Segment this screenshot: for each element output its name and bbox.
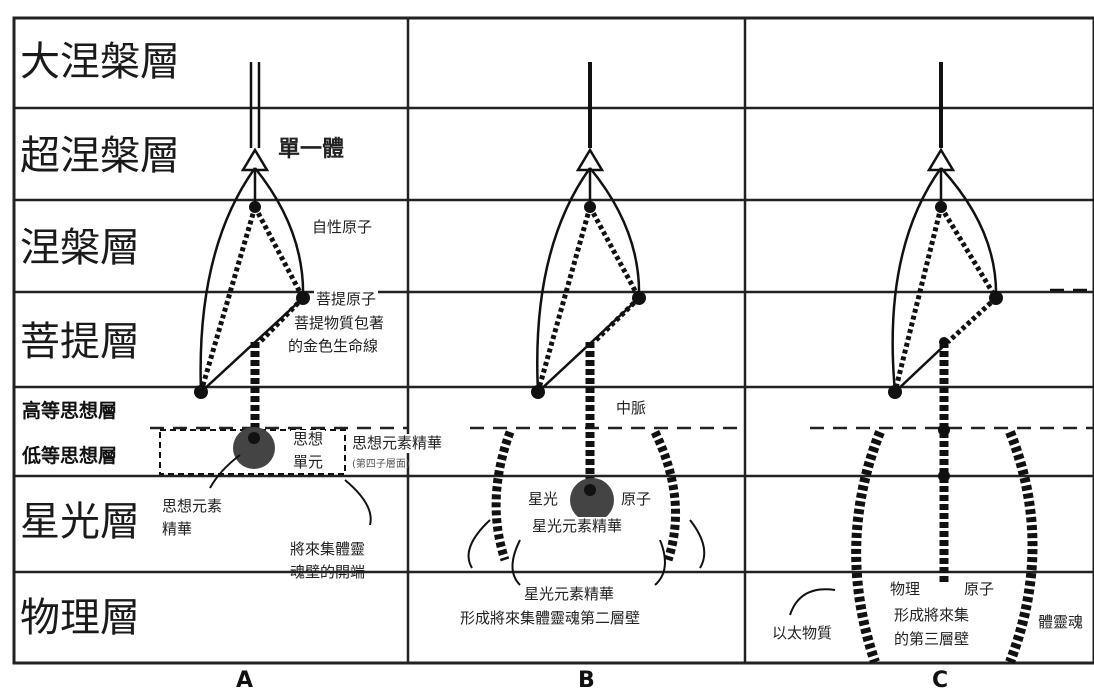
label-astral-atom-left: 星光	[526, 490, 561, 509]
label-second-wall-1: 星光元素精華	[522, 585, 617, 604]
label-group-soul-2: 魂壁的開端	[290, 563, 366, 581]
label-mental-unit-1: 思想	[291, 430, 326, 449]
label-fourth-layer: (第四子層面)	[352, 459, 410, 470]
plane-label-buddhi: 菩提層	[20, 319, 140, 365]
label-physical-left: 物理	[888, 580, 923, 599]
label-atmic-atom: 自性原子	[312, 218, 373, 236]
column-b-arrows	[467, 519, 706, 586]
plane-label-higher-mental: 高等思想層	[18, 393, 122, 426]
plane-label-super-nirvana: 超涅槃層	[20, 133, 180, 179]
label-mental-essence: 思想元素	[162, 497, 223, 515]
label-golden-thread-1: 菩提物質包著	[292, 314, 387, 333]
column-b-nodes	[531, 201, 646, 522]
label-group-soul-1: 將來集體靈	[290, 540, 366, 558]
label-monad: 單一體	[276, 136, 347, 164]
label-sutratma: 中脈	[614, 399, 649, 418]
column-a-arrows	[209, 454, 372, 526]
label-essence: 精華	[162, 520, 193, 538]
column-a-figure	[159, 62, 346, 475]
column-a-nodes	[194, 201, 310, 469]
column-letter-c: C	[932, 668, 949, 693]
astral-atom-sphere	[570, 478, 614, 522]
plane-boundaries	[14, 106, 1094, 574]
label-mental-elemental: 思想元素精華	[350, 434, 445, 453]
plane-label-physical: 物理層	[20, 595, 140, 641]
label-group-soul-cut: 體靈魂	[1036, 613, 1086, 632]
label-astral-essence: 星光元素精華	[530, 517, 625, 536]
label-etheric-matter: 以太物質	[770, 624, 835, 643]
column-c-nodes	[888, 201, 1003, 482]
label-buddhic-atom: 菩提原子	[314, 290, 379, 309]
plane-label-lower-mental: 低等思想層	[18, 438, 122, 471]
column-letter-b: B	[578, 668, 595, 693]
plane-label-great-nirvana: 大涅槃層	[20, 39, 180, 85]
label-astral-atom-right: 原子	[619, 490, 654, 509]
label-atom: 原子	[962, 580, 997, 599]
column-c-arrows	[789, 588, 836, 616]
column-c-figure	[851, 62, 1094, 664]
label-third-wall-2: 的第三層壁	[892, 630, 972, 649]
grid-frame	[12, 16, 1094, 665]
plane-label-astral: 星光層	[20, 499, 140, 545]
label-second-wall-2: 形成將來集體靈魂第二層壁	[458, 609, 643, 628]
mental-unit-sphere	[233, 427, 275, 469]
column-letter-a: A	[236, 668, 254, 693]
label-golden-thread-2: 的金色生命線	[286, 337, 381, 356]
label-mental-unit-2: 單元	[291, 453, 326, 472]
column-b-figure	[491, 62, 680, 562]
plane-label-nirvana: 涅槃層	[20, 225, 140, 271]
label-third-wall-1: 形成將來集	[892, 606, 972, 625]
